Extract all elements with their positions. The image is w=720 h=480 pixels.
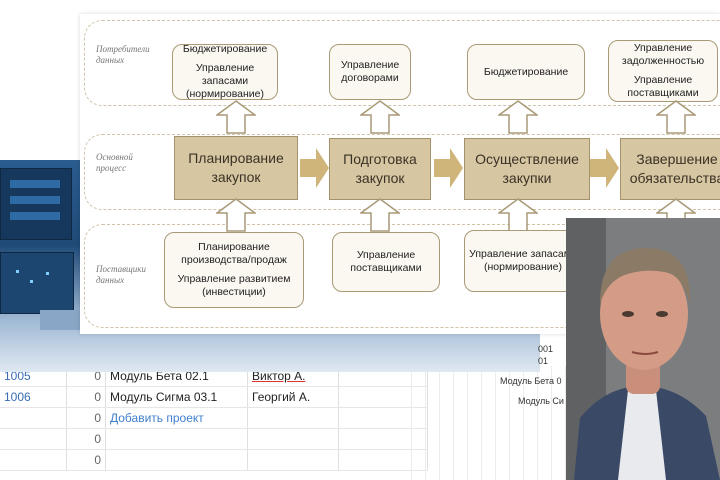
person-portrait-icon — [566, 218, 720, 480]
arrow-up-icon — [498, 100, 538, 134]
gantt-grid — [398, 366, 568, 480]
project-id — [0, 449, 67, 471]
box-line: Бюджетирование — [483, 65, 569, 78]
gantt-date-tick: 01 — [538, 356, 549, 366]
box-line: Управление договорами — [340, 59, 400, 84]
gantt-bar-label: Модуль Си — [518, 396, 564, 406]
box-line: Управление запасами (нормирование) — [469, 248, 577, 273]
supplier-box-suppliers: Управление поставщиками — [332, 232, 440, 292]
project-owner[interactable] — [247, 449, 339, 471]
gantt-date-tick: 001 — [538, 344, 554, 354]
project-id: 1006 — [0, 386, 67, 408]
project-name[interactable] — [105, 428, 248, 450]
project-count: 0 — [66, 407, 106, 429]
box-line: Управление развитием (инвестиции) — [177, 273, 291, 298]
box-line: Бюджетирование — [182, 43, 268, 55]
project-owner[interactable] — [247, 407, 339, 429]
gantt-bar-label: Модуль Бета 0 — [500, 376, 562, 386]
table-row[interactable]: 0 — [0, 428, 428, 450]
speaker-photo — [566, 218, 720, 480]
procurement-flowchart: Потребители данных Основной процесс Пост… — [80, 14, 720, 334]
box-line: Управление запасами (нормирование) — [185, 62, 265, 100]
box-line: Управление поставщиками — [350, 249, 422, 274]
arrow-up-icon — [216, 198, 256, 232]
process-step-planning: Планирование закупок — [174, 136, 298, 200]
box-line: Планирование производства/продаж — [181, 241, 287, 266]
project-owner[interactable] — [247, 428, 339, 450]
table-row[interactable]: 0 Добавить проект — [0, 407, 428, 429]
project-count: 0 — [66, 449, 106, 471]
arrow-right-icon — [434, 148, 463, 188]
table-row[interactable]: 1006 0 Модуль Сигма 03.1 Георгий А. — [0, 386, 428, 408]
consumer-box-contracts: Управление договорами — [329, 44, 411, 100]
project-table: 1005 0 Модуль Бета 02.1 Виктор А. 1006 0… — [0, 366, 428, 471]
project-id — [0, 428, 67, 450]
band-label-main-process: Основной процесс — [96, 152, 133, 173]
project-name[interactable]: Модуль Сигма 03.1 — [105, 386, 248, 408]
band-label-suppliers: Поставщики данных — [96, 264, 147, 285]
box-line: Управление поставщиками — [627, 74, 699, 99]
arrow-up-icon — [216, 100, 256, 134]
table-row[interactable]: 0 — [0, 449, 428, 471]
supplier-box-inventory: Управление запасами (нормирование) — [464, 230, 582, 292]
box-line: Управление задолженностью — [621, 42, 705, 67]
arrow-up-icon — [360, 198, 400, 232]
band-label-consumers: Потребители данных — [96, 44, 150, 65]
suppliers-band — [84, 224, 720, 328]
arrow-up-icon — [656, 100, 696, 134]
project-name[interactable] — [105, 449, 248, 471]
project-id — [0, 407, 67, 429]
main-process-band — [84, 134, 720, 210]
consumer-box-debt-suppliers: Управление задолженностью Управление пос… — [608, 40, 718, 102]
consumers-band — [84, 20, 720, 106]
project-count: 0 — [66, 428, 106, 450]
process-step-preparation: Подготовка закупок — [329, 138, 431, 200]
consumer-box-budgeting: Бюджетирование — [467, 44, 585, 100]
consumer-box-budgeting-inventory: Бюджетирование Управление запасами (норм… — [172, 43, 278, 100]
supplier-box-planning-investment: Планирование производства/продаж Управле… — [164, 232, 304, 308]
arrow-up-icon — [498, 198, 538, 232]
arrow-right-icon — [590, 148, 619, 188]
arrow-up-icon — [360, 100, 400, 134]
add-project-link[interactable]: Добавить проект — [105, 407, 248, 429]
project-count: 0 — [66, 386, 106, 408]
process-step-completion: Завершение обязательства — [620, 138, 720, 200]
process-step-execution: Осуществление закупки — [464, 138, 590, 200]
arrow-right-icon — [300, 148, 329, 188]
project-owner[interactable]: Георгий А. — [247, 386, 339, 408]
